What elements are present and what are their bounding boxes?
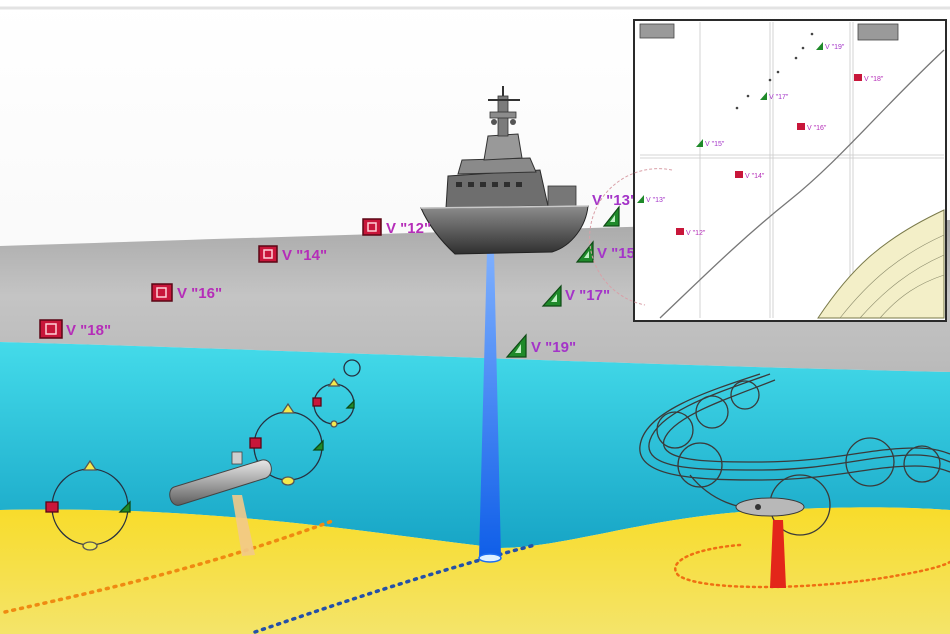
inset-contact-V17: V "17" (760, 92, 789, 101)
contact-label: V "14" (282, 247, 327, 264)
warship (420, 86, 589, 255)
inset-contact-V18: V "18" (854, 74, 884, 83)
svg-text:V "19": V "19" (825, 44, 845, 51)
auv-right (735, 497, 805, 588)
friendly-marker-icon (505, 333, 527, 358)
hostile-marker-icon (39, 319, 63, 339)
contact-label: V "19" (531, 339, 576, 356)
svg-text:V "17": V "17" (769, 94, 789, 101)
sonar-beam (479, 250, 501, 558)
inset-toolbar-left (639, 23, 675, 39)
inset-coastline (817, 209, 945, 319)
contact-label: V "18" (66, 322, 111, 339)
contact-V16[interactable]: V "16" (151, 283, 222, 302)
hostile-marker-icon (258, 245, 278, 263)
contact-V15[interactable]: V "15" (575, 240, 642, 263)
contact-V18[interactable]: V "18" (39, 319, 111, 339)
contact-V19[interactable]: V "19" (505, 333, 576, 358)
svg-text:V "15": V "15" (705, 141, 725, 148)
hostile-marker-icon (151, 283, 173, 302)
inset-contact-V12: V "12" (676, 228, 706, 237)
contact-label: V "15" (597, 245, 642, 262)
formation-left (45, 359, 361, 551)
seabed (0, 507, 950, 634)
inset-contact-V19: V "19" (816, 42, 845, 51)
svg-text:V "18": V "18" (864, 76, 884, 83)
contact-label: V "12" (386, 220, 431, 237)
inset-range-ring (589, 168, 673, 306)
contact-V14[interactable]: V "14" (258, 245, 327, 264)
contact-V17[interactable]: V "17" (541, 284, 610, 307)
svg-text:V "14": V "14" (745, 173, 765, 180)
inset-map: V "19" V "18" V "17" V "16" V "15" V "14… (589, 19, 947, 322)
auv-left (169, 451, 272, 556)
contact-label: V "13" (592, 192, 637, 209)
inset-contact-V13: V "13" (637, 195, 666, 204)
formation-right (639, 373, 950, 536)
contact-V12[interactable]: V "12" (362, 218, 431, 237)
contact-label: V "17" (565, 287, 610, 304)
contact-label: V "16" (177, 285, 222, 302)
inset-contact-V15: V "15" (696, 139, 725, 148)
svg-text:V "12": V "12" (686, 230, 706, 237)
hostile-marker-icon (362, 218, 382, 236)
svg-text:V "13": V "13" (646, 197, 666, 204)
seabed-track-right (674, 543, 950, 589)
seabed-track-orange (3, 518, 337, 614)
sonar-footprint (478, 553, 502, 563)
inset-contact-V14: V "14" (735, 171, 765, 180)
svg-text:V "16": V "16" (807, 125, 827, 132)
inset-contact-V16: V "16" (797, 123, 827, 132)
inset-route (659, 49, 945, 319)
inset-toolbar-right (857, 23, 899, 41)
friendly-marker-icon (602, 205, 620, 227)
